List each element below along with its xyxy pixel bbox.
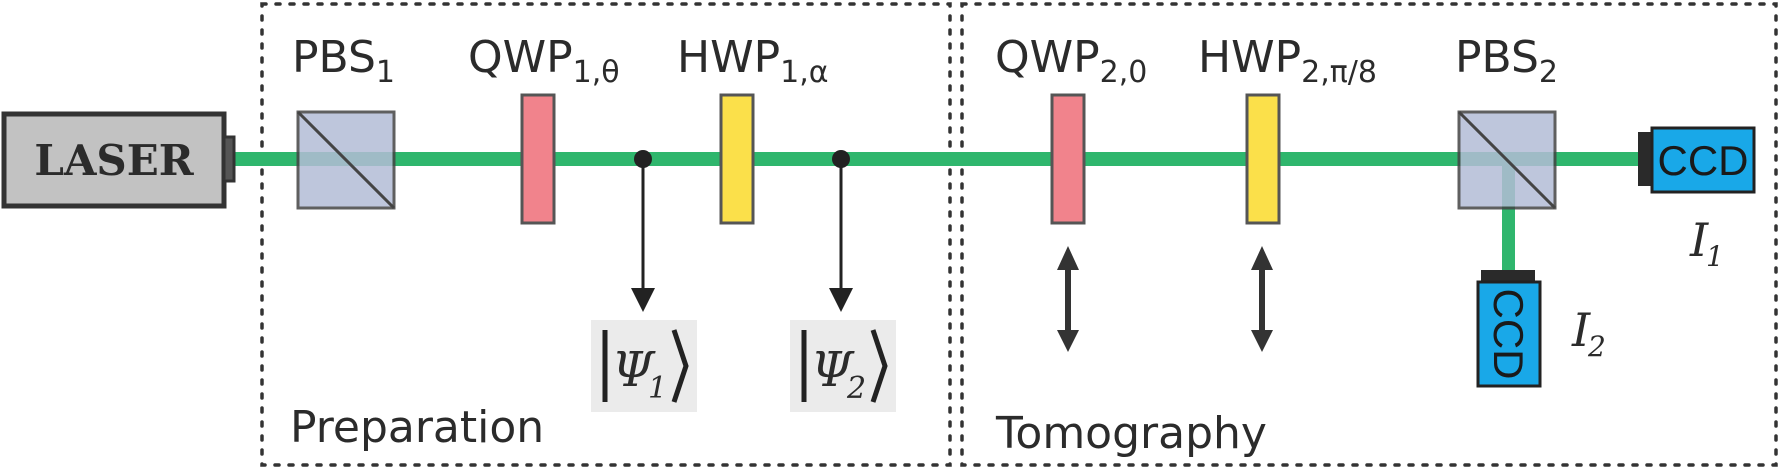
hwp2-label-main: HWP [1198,32,1301,83]
section-frames [260,2,1778,467]
ccd2-intensity-label: I 2 [1571,303,1606,363]
ccd1-mount [1638,132,1654,186]
state-tap-1 [631,150,655,312]
qwp2-adjust-arrow-icon [1057,246,1079,352]
qwp1-plate [520,93,556,225]
ccd1-detector: CCD [1638,126,1756,194]
laser-aperture [222,135,236,183]
hwp1-label-main: HWP [677,32,780,83]
ccd2-label: CCD [1485,289,1532,380]
pbs2-label: PBS2 [1455,32,1558,90]
hwp2-arrow-up-head [1251,246,1273,270]
tomography-frame [960,2,1778,467]
qwp2-label-sub: 2,0 [1100,55,1148,90]
ket-psi2-background [790,320,896,412]
hwp1-label: HWP1,α [677,32,829,90]
tap-arrowhead-2-icon [829,288,853,312]
ccd1-intensity: I [1689,213,1709,267]
ccd1-intensity-label: I 1 [1689,213,1724,273]
ket-psi1-symbol: Ψ [612,342,656,398]
qwp1-label-main: QWP [468,32,573,83]
pbs1-diagonal [296,110,396,210]
ket-psi2-right-angle [870,329,888,403]
ket-psi1-background [591,320,697,412]
hwp2-adjust-arrow-icon [1251,246,1273,352]
laser-beam-horizontal [232,152,1652,166]
pbs1-label-sub: 1 [376,55,395,90]
ccd2-intensity-sub: 2 [1587,330,1606,363]
ccd1-body [1650,126,1756,194]
ket-psi1: Ψ 1 [591,320,697,412]
ccd2-detector: CCD [1476,270,1542,388]
qwp2-label-main: QWP [995,32,1100,83]
qwp1-label: QWP1,θ [468,32,620,90]
pbs2-cube [1457,110,1557,210]
ket-psi2-symbol: Ψ [811,342,855,398]
pbs1-cube [296,110,396,210]
ket-psi2-subscript: 2 [846,371,866,406]
qwp1-label-sub: 1,θ [573,55,620,90]
tap-arrowhead-1-icon [631,288,655,312]
hwp2-label-sub: 2,π/8 [1301,55,1377,90]
hwp2-label: HWP2,π/8 [1198,32,1377,90]
ccd2-intensity: I [1571,303,1591,357]
ket-psi1-right-angle [671,329,689,403]
qwp2-arrow-up-head [1057,246,1079,270]
laser-label: LASER [34,136,194,185]
state-tap-2 [829,150,853,312]
ket-psi2: Ψ 2 [790,320,896,412]
pbs1-label-main: PBS [292,32,376,83]
ccd2-body [1476,280,1542,388]
ccd1-label: CCD [1658,137,1749,184]
laser-body [1,111,227,209]
qwp2-plate [1050,93,1086,225]
pbs2-diagonal [1457,110,1557,210]
pbs2-label-main: PBS [1455,32,1539,83]
ccd1-intensity-sub: 1 [1706,240,1724,273]
qwp2-arrow-down-head [1057,330,1079,352]
ket-psi1-subscript: 1 [648,371,667,406]
hwp2-plate [1245,93,1281,225]
tomography-section-label: Tomography [995,408,1267,459]
pbs2-label-sub: 2 [1539,55,1558,90]
qwp2-label: QWP2,0 [995,32,1147,90]
hwp2-arrow-down-head [1251,330,1273,352]
laser-source: LASER [1,111,236,209]
preparation-section-label: Preparation [290,402,544,453]
hwp1-label-sub: 1,α [780,55,828,90]
hwp1-plate [719,93,755,225]
pbs1-label: PBS1 [292,32,395,90]
